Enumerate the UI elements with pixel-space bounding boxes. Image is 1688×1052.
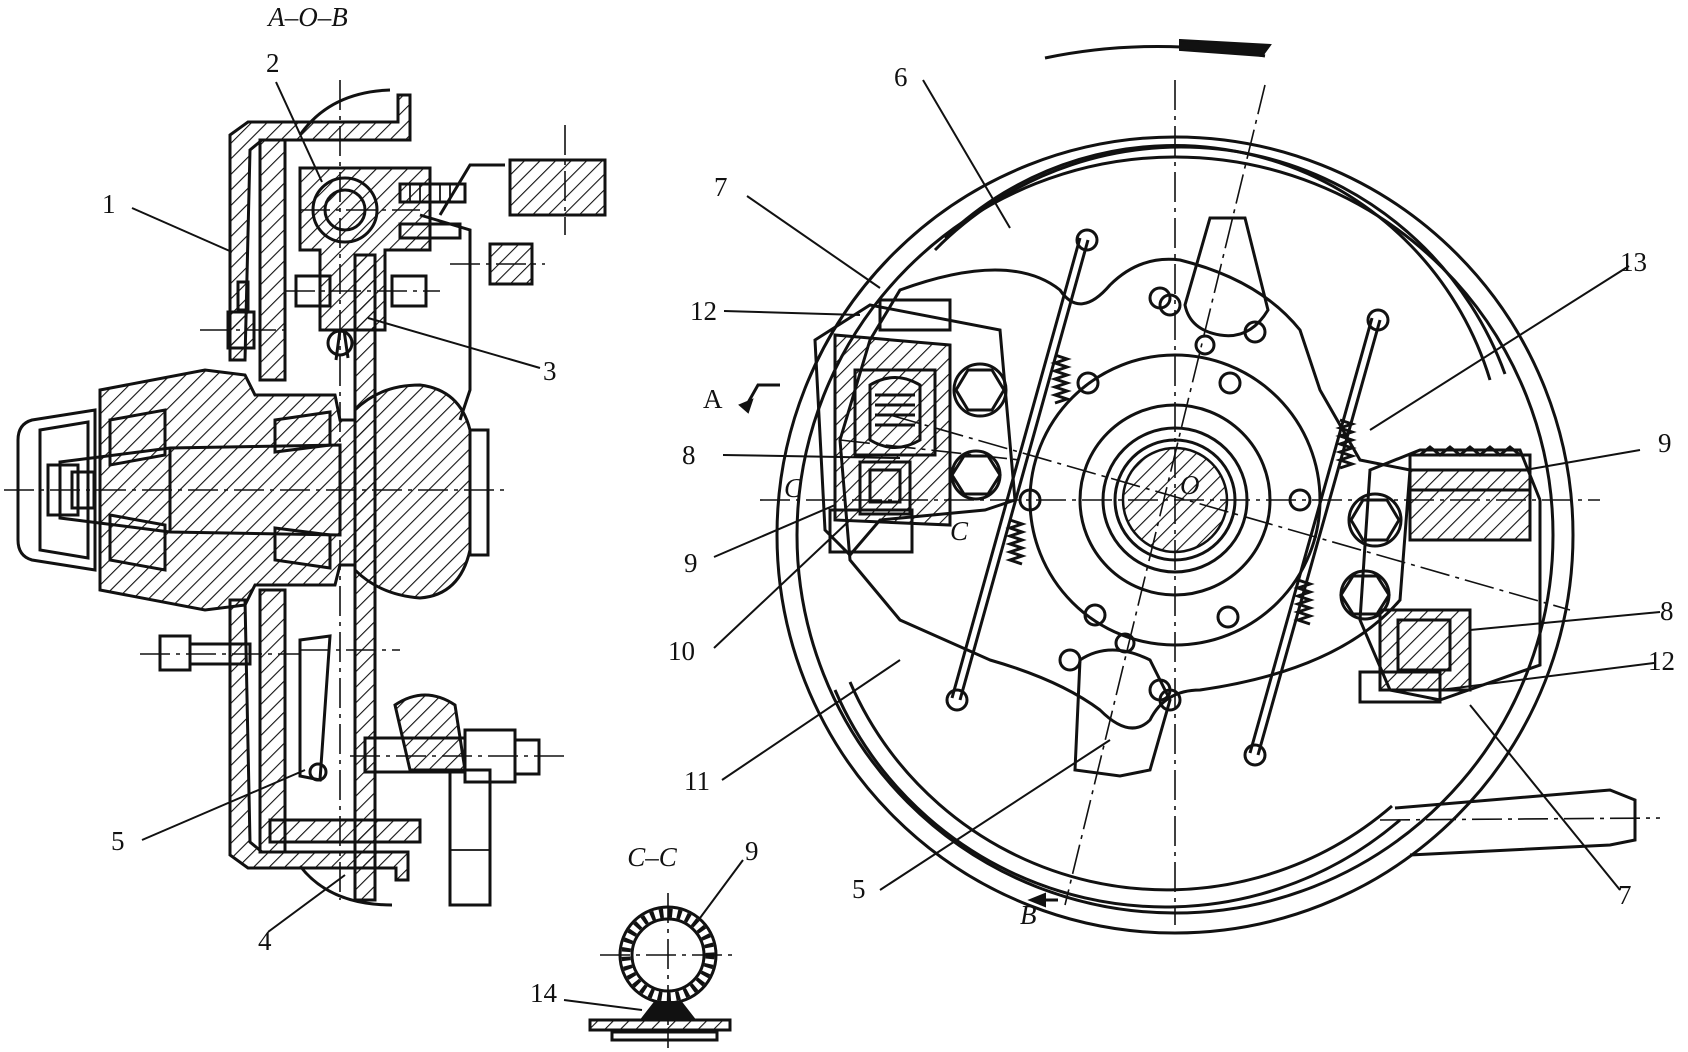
callout-right-12-right: 12 xyxy=(1648,646,1675,676)
text-labels: A–O–B C–C 1 2 3 4 5 6 7 12 A 8 C C O 9 1… xyxy=(102,2,1675,1008)
callout-right-13: 13 xyxy=(1620,247,1647,277)
callout-left-3: 3 xyxy=(543,356,557,386)
callout-right-9-left: 9 xyxy=(684,548,698,578)
marker-o: O xyxy=(1180,470,1200,500)
callout-right-8-left: 8 xyxy=(682,440,696,470)
return-springs xyxy=(945,228,1390,767)
marker-b: B xyxy=(1020,900,1037,930)
callout-right-5: 5 xyxy=(852,874,866,904)
callout-right-11: 11 xyxy=(684,766,710,796)
callout-left-1: 1 xyxy=(102,189,116,219)
callout-right-7-top: 7 xyxy=(714,172,728,202)
callout-left-4: 4 xyxy=(258,926,272,956)
section-title-aob: A–O–B xyxy=(266,2,347,32)
section-title-cc: C–C xyxy=(627,842,678,872)
callout-right-6: 6 xyxy=(894,62,908,92)
callout-right-10: 10 xyxy=(668,636,695,666)
right-wheel-cylinder xyxy=(1339,445,1542,704)
callout-cc-9: 9 xyxy=(745,836,759,866)
marker-c-right: C xyxy=(950,516,969,546)
marker-a: A xyxy=(703,384,723,414)
section-view-aob xyxy=(4,80,607,907)
left-wheel-cylinder xyxy=(813,298,1021,558)
leader-lines xyxy=(131,79,1661,1011)
callout-left-2: 2 xyxy=(266,48,280,78)
callout-right-12-left: 12 xyxy=(690,296,717,326)
front-view xyxy=(738,38,1661,935)
marker-c-left: C xyxy=(784,473,803,503)
section-view-cc xyxy=(588,893,735,1048)
callout-right-9-right: 9 xyxy=(1658,428,1672,458)
hub-bolts xyxy=(1018,286,1312,712)
callout-right-8-right: 8 xyxy=(1660,596,1674,626)
callout-left-5: 5 xyxy=(111,826,125,856)
callout-cc-14: 14 xyxy=(530,978,558,1008)
callout-right-7-bottom: 7 xyxy=(1618,880,1632,910)
